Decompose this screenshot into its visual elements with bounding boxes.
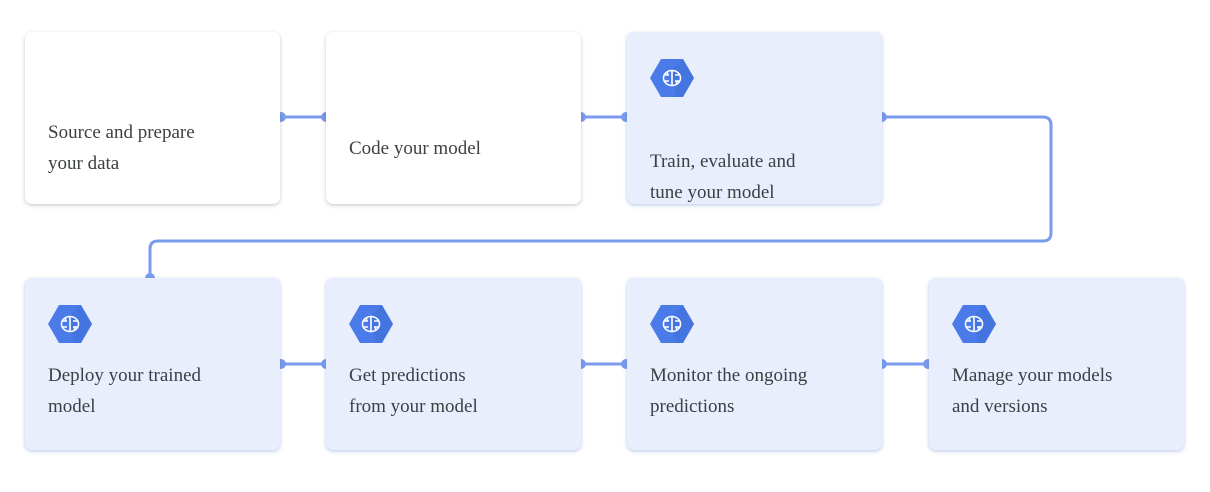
ai-platform-brain-icon — [48, 305, 92, 343]
step-label: Deploy your trained model — [48, 365, 202, 417]
ai-platform-brain-icon — [650, 305, 694, 343]
connector-3-4 — [148, 115, 1053, 280]
step-get-predictions-card: Get predictions from your model — [326, 278, 581, 450]
step-label: Get predictions from your model — [349, 365, 478, 417]
step-label: Train, evaluate and tune your model — [650, 151, 796, 203]
step-label: Monitor the ongoing predictions — [650, 365, 808, 417]
step-train-model-card: Train, evaluate and tune your model — [627, 32, 882, 204]
ai-platform-brain-icon — [650, 59, 694, 97]
step-source-data-card: Source and prepare your data — [25, 32, 280, 204]
step-label: Source and prepare your data — [48, 122, 195, 174]
step-monitor-predictions-card: Monitor the ongoing predictions — [627, 278, 882, 450]
ai-platform-brain-icon — [952, 305, 996, 343]
step-label: Code your model — [349, 138, 481, 159]
step-label: Manage your models and versions — [952, 365, 1113, 417]
step-manage-models-card: Manage your models and versions — [929, 278, 1184, 450]
ai-platform-brain-icon — [349, 305, 393, 343]
step-deploy-model-card: Deploy your trained model — [25, 278, 280, 450]
step-code-model-card: Code your model — [326, 32, 581, 204]
